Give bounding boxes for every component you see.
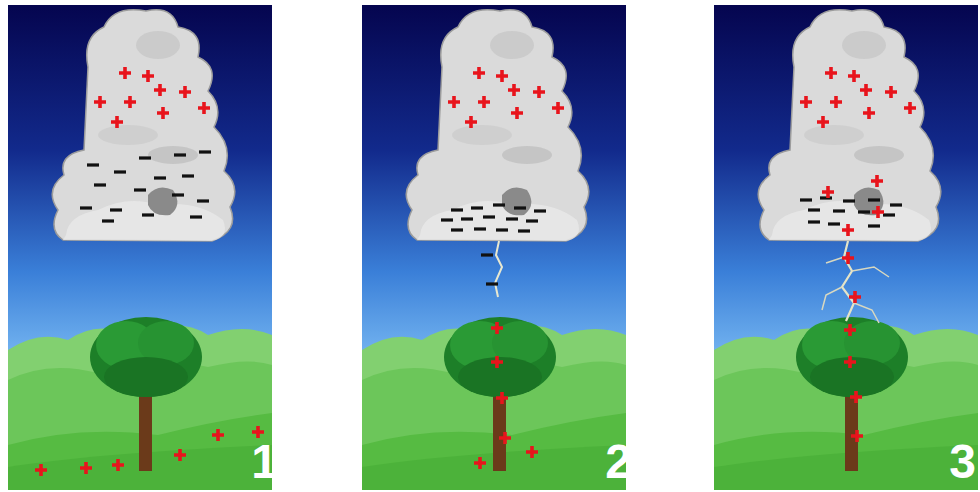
- panel-number: 3: [949, 438, 976, 486]
- panel-number: 1: [251, 438, 278, 486]
- stage-panel: [362, 5, 626, 490]
- stage-panel: [714, 5, 978, 490]
- panel-number: 2: [605, 438, 632, 486]
- stage-panel: [8, 5, 272, 490]
